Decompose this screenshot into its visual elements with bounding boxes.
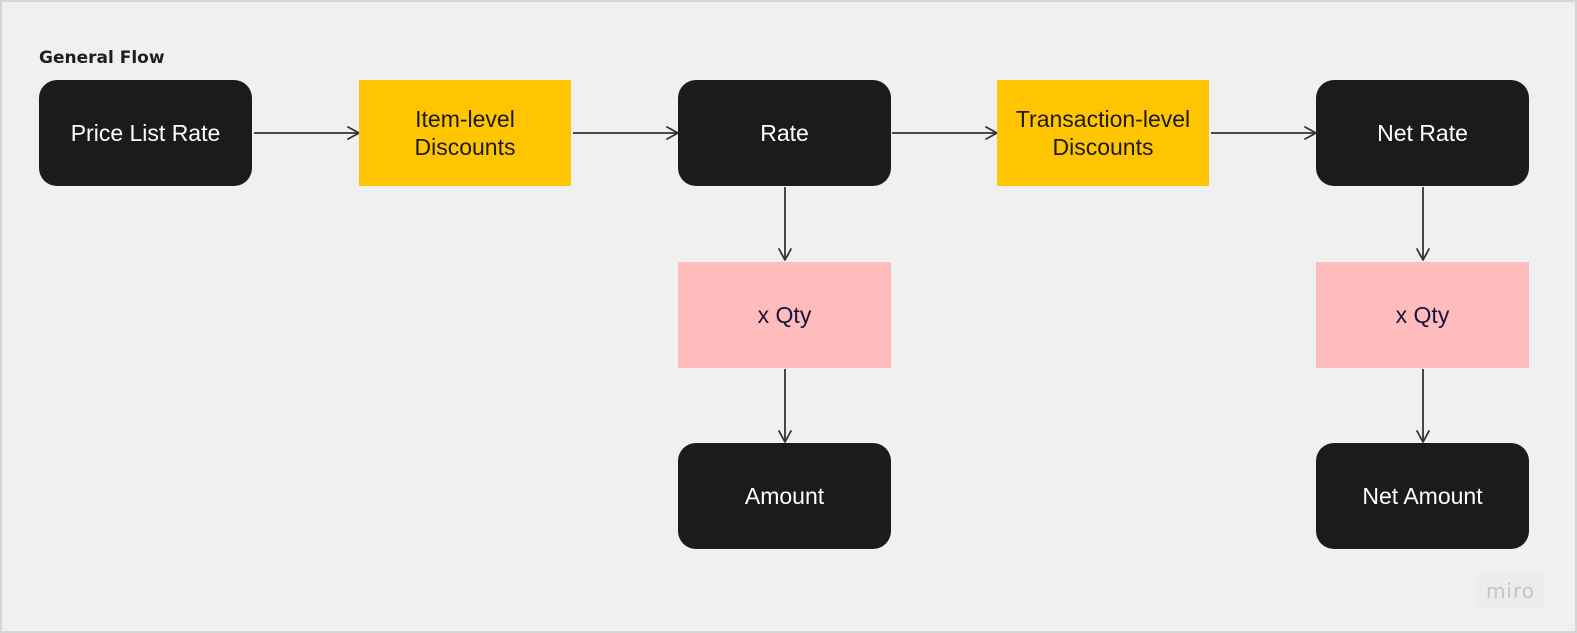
qty-rate-label: x Qty — [757, 302, 812, 328]
rate-node[interactable]: Rate — [678, 80, 891, 186]
rate-label: Rate — [760, 120, 809, 146]
net-rate-node[interactable]: Net Rate — [1316, 80, 1529, 186]
price-list-rate-node[interactable]: Price List Rate — [39, 80, 252, 186]
net-amount-node[interactable]: Net Amount — [1316, 443, 1529, 549]
amount-label: Amount — [744, 483, 825, 509]
miro-watermark: miro — [1475, 573, 1545, 609]
frame-title: General Flow — [39, 48, 165, 68]
qty-node-rate[interactable]: x Qty — [678, 262, 891, 368]
qty-net-rate-label: x Qty — [1395, 302, 1450, 328]
amount-node[interactable]: Amount — [678, 443, 891, 549]
transaction-level-discounts-node[interactable]: Transaction-level Discounts — [997, 80, 1209, 186]
item-level-discounts-label: Item-level Discounts — [414, 106, 516, 160]
price-list-rate-label: Price List Rate — [70, 120, 221, 146]
qty-node-net-rate[interactable]: x Qty — [1316, 262, 1529, 368]
item-level-discounts-node[interactable]: Item-level Discounts — [359, 80, 571, 186]
transaction-level-discounts-label: Transaction-level Discounts — [1015, 106, 1191, 160]
net-amount-label: Net Amount — [1362, 483, 1483, 509]
net-rate-label: Net Rate — [1377, 120, 1468, 146]
